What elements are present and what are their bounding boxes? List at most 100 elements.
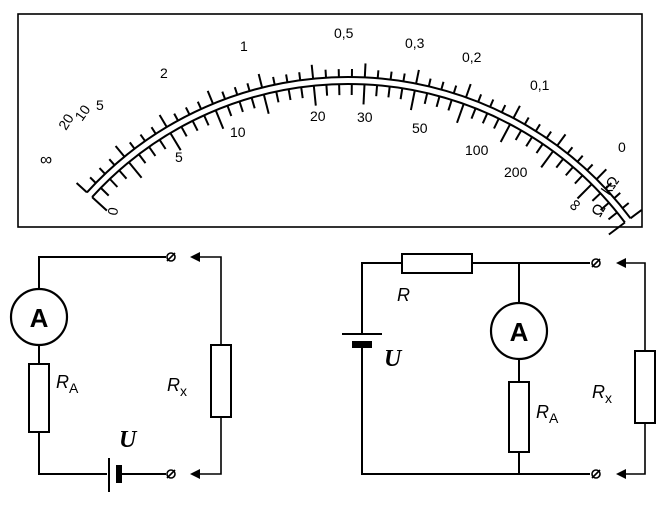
inner-tick [470,108,477,119]
inner-label-100: 100 [465,142,489,158]
outer-tick [556,133,567,147]
inner-tick [275,91,280,103]
inner-label-50: 50 [412,120,428,136]
outer-tick [75,182,88,194]
outer-tick [440,81,445,90]
outer-label-5: 5 [96,97,104,113]
ammeter-label: A [30,303,49,333]
inner-label-5: 5 [175,149,183,165]
outer-tick [129,141,136,150]
inner-tick [191,120,199,132]
outer-tick [108,158,116,166]
inner-label-200: 200 [504,164,528,180]
outer-tick [465,83,472,98]
outer-tick [629,209,643,220]
rx-lead-top [196,256,222,345]
inner-tick [325,84,329,96]
rx-parallel-arrow-bottom [616,469,626,479]
outer-tick [595,168,608,180]
inner-tick [203,114,210,126]
inner-label-0: 0 [104,206,121,217]
outer-tick [477,94,483,103]
outer-tick [246,83,251,92]
outer-tick [545,131,552,139]
inner-tick [300,87,304,99]
resistor-ra [28,363,50,433]
inner-tick [158,139,167,150]
inner-tick [447,99,453,111]
inner-tick [399,88,404,100]
inner-tick [180,126,188,137]
terminal-top-slash [166,252,176,262]
outer-label-0-5: 0,5 [334,25,354,41]
inner-tick [423,92,429,105]
outer-tick [285,74,289,83]
series-ohmmeter-circuit: A RA U Rx [9,252,232,492]
inner-tick [493,118,500,129]
inner-tick [576,183,593,200]
resistor-r-label: R [397,285,410,305]
inner-tick [128,161,143,179]
inner-tick [608,221,626,236]
inner-tick [91,196,108,212]
source-parallel-label: U [384,346,403,372]
battery-short-plate [116,465,122,483]
inner-tick [514,129,523,141]
wire-top-left [38,256,166,290]
inner-tick [262,94,270,115]
outer-tick [621,202,630,209]
inner-tick [535,143,544,154]
wire-bottom-left [38,432,107,475]
outer-tick [376,70,380,79]
outer-label-0-2: 0,2 [462,49,482,65]
outer-tick [185,106,191,116]
resistor-ra-parallel-label: RA [536,402,559,426]
inner-tick [565,166,574,177]
outer-tick [512,105,521,119]
inner-tick [287,88,292,101]
outer-tick [500,104,507,113]
outer-tick [452,85,458,94]
terminal-bottom-slash [166,469,176,479]
inner-tick [214,109,225,130]
rx-arrow-bottom [190,469,200,479]
outer-tick [586,163,594,171]
scale-frame [17,13,643,228]
outer-tick [89,176,97,184]
inner-tick [555,158,564,169]
outer-tick [196,101,203,110]
rx-parallel-arrow-top [616,258,626,268]
inner-tick [109,178,119,188]
outer-tick [389,71,393,80]
outer-tick [613,192,621,199]
outer-tick [427,78,432,87]
scale-arc-outer [86,75,632,219]
resistor-rx [210,344,232,418]
scale-arc-inner [91,82,626,224]
inner-label-30: 30 [357,109,373,125]
outer-label-1: 1 [240,38,248,54]
inner-tick [362,84,366,105]
outer-tick [604,182,613,190]
inner-label-20: 20 [310,108,326,124]
inner-label-10: 10 [230,124,246,140]
inner-tick [435,96,441,108]
rx-lead-bottom [196,417,222,475]
outer-tick [363,63,367,78]
outer-tick [534,123,541,132]
scale-ticks [75,63,643,236]
outer-tick [324,69,327,78]
outer-tick [272,76,276,85]
resistor-ra-parallel [508,381,530,453]
inner-tick [387,86,391,98]
parallel-ohmmeter-circuit: R A RA U Rx [342,253,656,479]
outer-tick [566,146,574,155]
outer-tick [523,116,530,125]
resistor-r [401,253,473,274]
inner-tick [250,97,256,109]
inner-tick [525,136,533,147]
outer-label-20: 20 [55,111,77,133]
inner-tick [226,105,233,117]
inner-tick [409,90,416,111]
